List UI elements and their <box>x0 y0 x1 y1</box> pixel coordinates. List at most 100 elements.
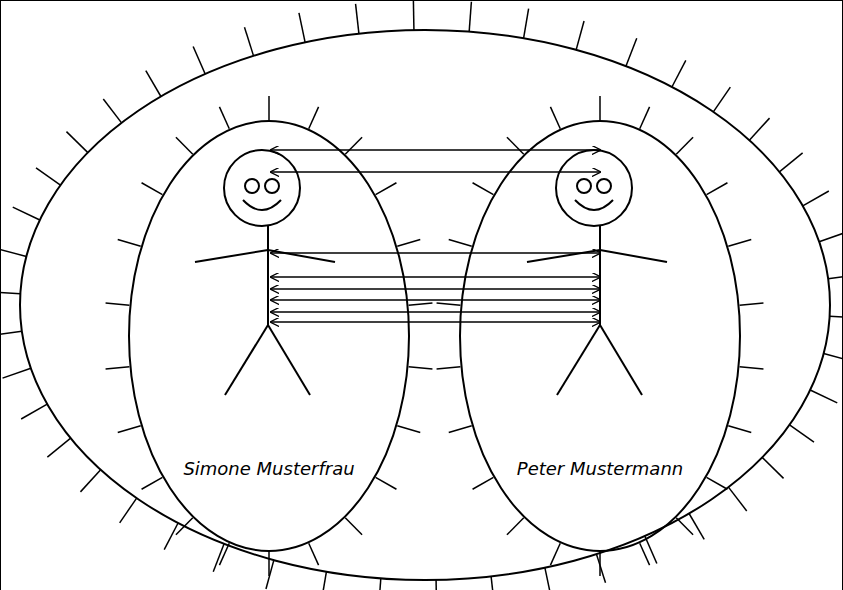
ray-tick <box>728 426 751 433</box>
person-name: Simone Musterfrau <box>128 458 410 480</box>
ray-tick <box>437 303 461 305</box>
ray-tick <box>268 96 270 120</box>
ray-tick <box>762 457 783 478</box>
double-arrow <box>271 276 600 278</box>
ray-tick <box>550 543 560 565</box>
ray-tick <box>626 38 637 66</box>
ray-tick <box>142 477 163 489</box>
ray-tick <box>830 316 843 318</box>
double-arrow <box>271 149 600 151</box>
ray-tick <box>473 477 494 489</box>
ray-tick <box>810 390 837 403</box>
ellipse-outline <box>459 120 741 552</box>
double-arrow <box>271 252 600 254</box>
ray-tick <box>824 354 843 362</box>
ray-tick <box>376 477 397 489</box>
ray-tick <box>507 137 524 154</box>
ray-tick <box>713 87 730 112</box>
ray-tick <box>599 96 601 120</box>
ray-tick <box>640 107 650 129</box>
stick-figure <box>527 150 667 395</box>
ray-tick <box>672 60 686 87</box>
stick-figure <box>195 150 335 395</box>
ellipse-outline <box>460 121 740 551</box>
outer-ellipse <box>20 30 830 580</box>
arrow-group <box>271 300 600 301</box>
person-ellipse: Simone Musterfrau <box>128 120 410 552</box>
ray-tick <box>376 183 397 195</box>
ray-tick <box>640 543 650 565</box>
ray-tick <box>309 543 319 565</box>
ray-tick <box>790 425 814 442</box>
ray-tick <box>309 107 319 129</box>
arrow-group <box>271 172 600 173</box>
arrow-group <box>271 150 600 151</box>
ray-tick <box>36 168 60 185</box>
ray-tick <box>779 153 802 172</box>
ray-tick <box>819 232 843 242</box>
ray-tick <box>321 572 326 590</box>
ray-tick <box>524 9 529 39</box>
ray-tick <box>379 578 381 590</box>
ray-tick <box>413 0 415 30</box>
ray-tick <box>21 404 47 419</box>
ray-tick <box>120 498 137 523</box>
ray-tick <box>576 21 584 50</box>
ray-tick <box>47 438 70 457</box>
person-ellipse: Peter Mustermann <box>459 120 741 552</box>
ray-tick <box>268 552 270 576</box>
person-name: Peter Mustermann <box>459 458 741 480</box>
ellipse-outline <box>128 120 410 552</box>
ray-tick <box>707 183 728 195</box>
ray-tick <box>545 568 551 590</box>
ray-tick <box>219 107 229 129</box>
ray-tick <box>244 27 253 56</box>
double-arrow <box>271 311 600 313</box>
ray-tick <box>345 518 362 535</box>
ray-tick <box>803 191 829 206</box>
ray-tick <box>469 2 471 32</box>
ray-tick <box>219 543 229 565</box>
arrow-group <box>271 277 600 278</box>
ray-tick <box>146 71 161 97</box>
ray-tick <box>118 239 141 246</box>
ray-tick <box>550 107 560 129</box>
ray-tick <box>356 4 359 34</box>
arrow-group <box>271 289 600 290</box>
ray-tick <box>409 367 433 369</box>
ray-tick <box>345 137 362 154</box>
ray-tick <box>397 426 420 433</box>
ray-tick <box>707 477 728 489</box>
ray-tick <box>164 523 178 550</box>
ray-tick <box>409 303 433 305</box>
ray-tick <box>728 487 746 511</box>
ray-tick <box>13 207 40 220</box>
arrow-group <box>271 322 600 323</box>
ray-tick <box>676 137 693 154</box>
ray-tick <box>142 183 163 195</box>
ray-tick <box>80 470 100 492</box>
ray-tick <box>118 426 141 433</box>
ray-tick <box>0 249 26 257</box>
ray-tick <box>507 518 524 535</box>
ray-tick <box>435 580 437 590</box>
double-arrow <box>271 299 600 301</box>
ray-tick <box>689 514 704 540</box>
ray-tick <box>828 275 843 279</box>
ray-tick <box>596 554 605 583</box>
ray-tick <box>728 239 751 246</box>
ellipse-outline <box>129 121 409 551</box>
ray-tick <box>740 303 764 305</box>
ray-tick <box>397 239 420 246</box>
connectors <box>271 150 600 322</box>
ray-tick <box>106 303 130 305</box>
ray-tick <box>749 118 769 140</box>
ray-tick <box>103 99 121 123</box>
ray-tick <box>266 560 274 589</box>
ray-tick <box>599 552 601 576</box>
